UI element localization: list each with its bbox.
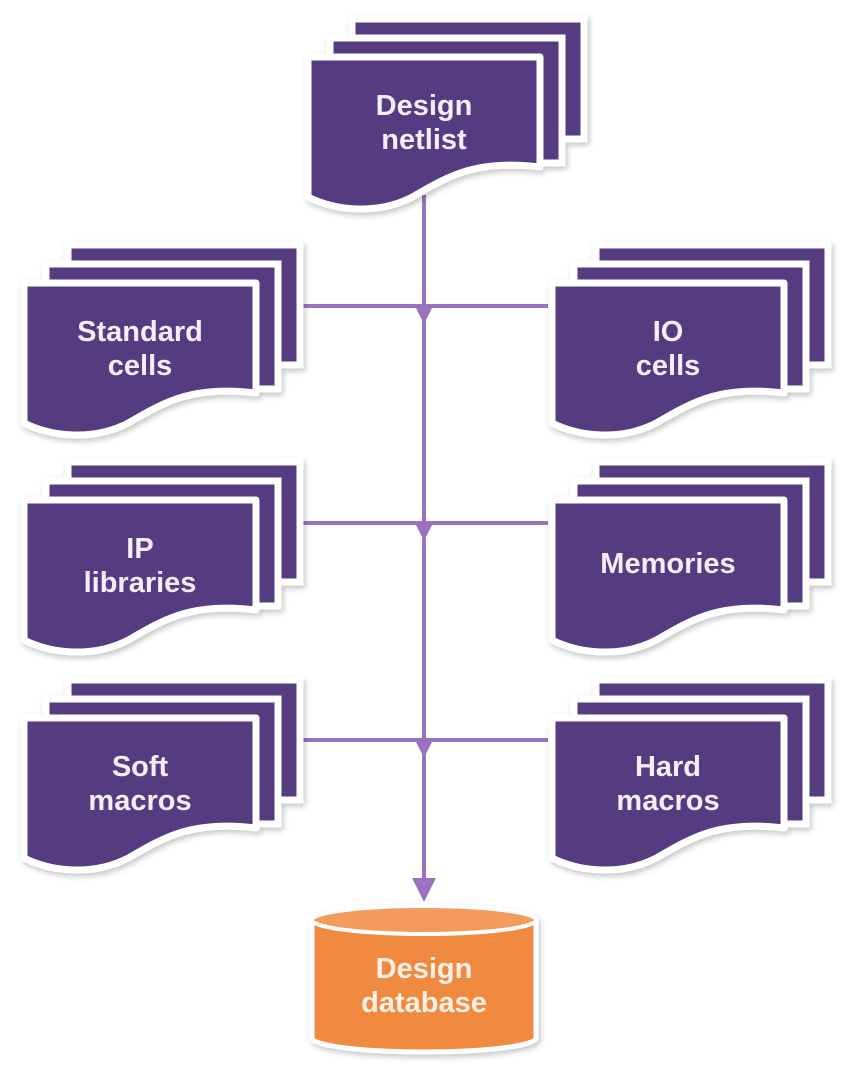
design-database-label-line: Design	[376, 953, 473, 985]
design-netlist-label-line: netlist	[381, 124, 467, 156]
merge-arrowhead	[414, 521, 434, 541]
soft-macros-label-line: macros	[88, 785, 191, 817]
merge-arrowhead	[414, 304, 434, 324]
hard-macros-label-line: macros	[616, 785, 719, 817]
design-netlist-label-line: Design	[376, 90, 473, 122]
soft-macros-label-line: Soft	[112, 751, 169, 783]
connectors	[303, 195, 548, 902]
ip-libraries-label-line: IP	[126, 533, 153, 565]
memories-document: Memories	[548, 458, 832, 656]
database-top	[310, 904, 538, 936]
hard-macros-label-line: Hard	[635, 751, 701, 783]
standard-cells-label-line: Standard	[77, 316, 203, 348]
front-page	[20, 714, 260, 874]
front-page	[20, 496, 260, 656]
memories-label-line: Memories	[600, 548, 735, 580]
front-page	[548, 714, 788, 874]
front-page	[304, 53, 544, 213]
front-page	[548, 496, 788, 656]
nodes: DesignnetlistStandardcellsIOcellsIPlibra…	[20, 15, 832, 1055]
front-page	[548, 279, 788, 439]
standard-cells-label-line: cells	[108, 350, 173, 382]
merge-arrowhead	[414, 738, 434, 758]
arrowhead-to-database	[412, 878, 436, 902]
front-page	[20, 279, 260, 439]
ip-libraries-label-line: libraries	[84, 567, 197, 599]
design-database-label-line: database	[361, 987, 487, 1019]
io-cells-label-line: cells	[636, 350, 701, 382]
database-body	[309, 917, 539, 1055]
io-cells-label-line: IO	[653, 316, 684, 348]
